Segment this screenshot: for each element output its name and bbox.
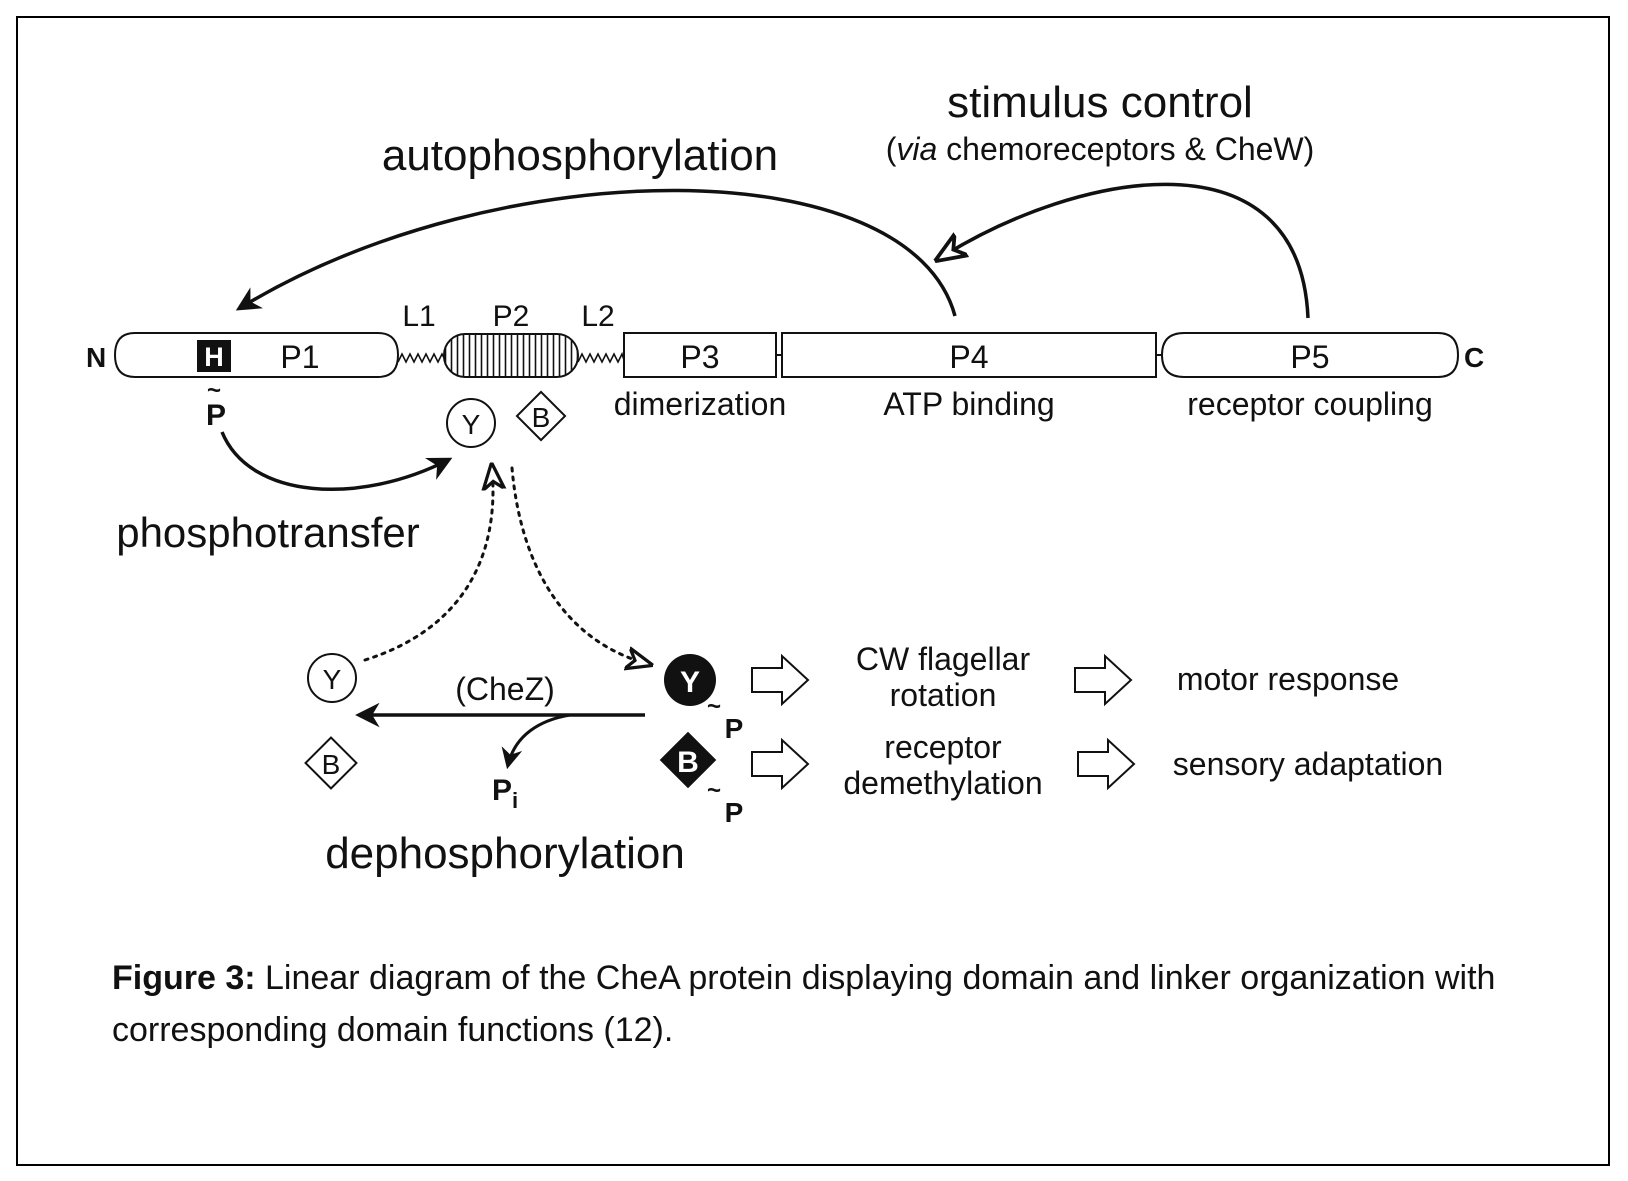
figure-frame [16,16,1610,1166]
autophosphorylation-arrow [235,188,957,317]
arrow-to-cw-rotation [751,653,810,707]
motor-response-label: motor response [1177,661,1399,697]
via-italic: via [896,131,937,167]
pi-release-arrow [501,713,571,770]
p5-label: P5 [1290,339,1329,375]
p5-function-label: receptor coupling [1187,386,1432,422]
receptor-demethylation-line2: demethylation [843,765,1042,801]
free-chey-circle [307,653,357,703]
dephosphorylation-label: dephosphorylation [325,829,685,878]
p3-label: P3 [680,339,719,375]
chey-p-circle [664,654,716,706]
l1-label: L1 [402,300,435,333]
arrow-to-sensory-adaptation [1077,737,1136,791]
stimulus-control-arrow [940,182,1310,319]
p1-label: P1 [280,339,319,375]
caption-text: Linear diagram of the CheA protein displ… [112,959,1496,1049]
cw-rotation-line2: rotation [890,677,997,713]
via-open-paren: ( [886,131,897,167]
chey-label: Y [462,409,481,440]
c-terminus-label: C [1464,342,1484,373]
l2-label: L2 [581,300,614,333]
p4-function-label: ATP binding [883,386,1054,422]
his-phospho-p: P [206,399,226,432]
caption-bold: Figure 3: [112,959,256,997]
cheb-diamond [515,390,567,442]
linker-l2 [577,351,625,364]
domain-p5 [1160,332,1460,378]
free-chey-label: Y [323,664,342,695]
free-cheb-label: B [322,749,341,780]
p4-label: P4 [949,339,988,375]
receptor-demethylation-line1: receptor [884,729,1002,765]
domain-p2 [443,333,579,378]
histidine-box [197,340,231,372]
cheb-p-label: B [677,746,699,779]
linker-l1 [397,352,447,364]
phosphotransfer-arrow [220,431,453,491]
autophosphorylation-label: autophosphorylation [382,131,778,180]
cheb-p-tilde: ~ [707,777,721,804]
domain-p1 [113,332,400,378]
cw-rotation-line1: CW flagellar [856,641,1031,677]
dotted-transfer-arrow [510,466,648,664]
via-rest: chemoreceptors & CheW) [937,131,1314,167]
domain-p3 [623,332,777,378]
cheb-label: B [532,402,551,433]
arrow-to-demethylation [751,737,810,791]
phosphotransfer-label: phosphotransfer [116,509,420,556]
chey-circle [446,398,496,448]
cheb-p-diamond [659,731,717,789]
p2-label: P2 [493,300,530,333]
chez-label: (CheZ) [455,671,555,707]
cheb-p-phosphate: P [725,797,744,828]
n-terminus-label: N [86,342,106,373]
chey-p-phosphate: P [725,713,744,744]
sensory-adaptation-label: sensory adaptation [1173,746,1443,782]
chey-p-tilde: ~ [707,693,721,720]
histidine-label: H [204,342,224,372]
arrow-to-motor-response [1074,653,1133,707]
free-cheb-diamond [304,736,358,790]
pi-sub: i [512,788,518,813]
via-chemoreceptors-label: (via chemoreceptors & CheW) [886,131,1315,167]
p3-function-label: dimerization [614,386,787,422]
his-phospho-tilde: ~ [207,377,221,404]
pi-main: P [492,774,512,807]
stimulus-control-label: stimulus control [947,78,1253,127]
dotted-return-arrow [363,468,493,662]
figure-caption: Figure 3: Linear diagram of the CheA pro… [112,952,1512,1056]
chey-p-label: Y [680,666,700,699]
pi-label: Pi [492,774,518,813]
